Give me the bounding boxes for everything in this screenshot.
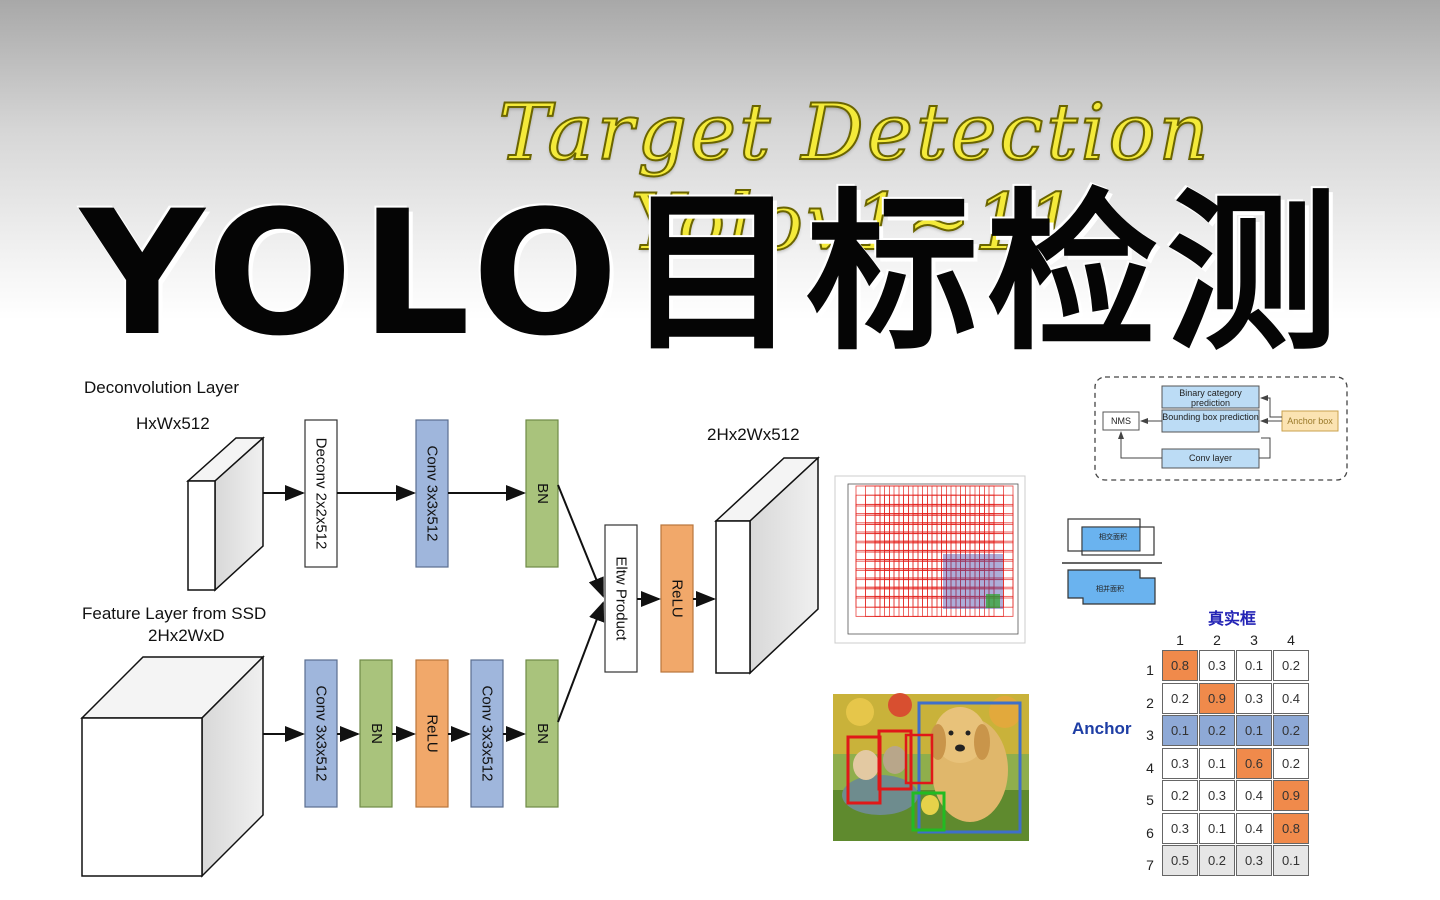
intersection-label: 相交面积	[1099, 534, 1127, 541]
head-diagram	[1094, 376, 1348, 481]
table-cell: 0.3	[1199, 780, 1235, 811]
table-column-header: 1	[1176, 632, 1184, 648]
bbox-prediction-label: Bounding box prediction	[1162, 412, 1259, 422]
input-feature-slab	[186, 436, 265, 592]
deconv-block: Deconv 2x2x512	[312, 437, 330, 550]
relu-block-merge: ReLU	[668, 579, 686, 618]
table-row-header: 6	[1146, 824, 1154, 841]
bn-block-top: BN	[533, 483, 551, 504]
union-label: 相并面积	[1096, 586, 1124, 593]
ssd-layer-label: Feature Layer from SSD	[82, 604, 267, 623]
anchor-row-label: Anchor	[1072, 719, 1132, 738]
table-row-header: 5	[1146, 792, 1154, 808]
table-cell: 0.8	[1273, 812, 1309, 844]
conv-block-top: Conv 3x3x512	[423, 445, 441, 542]
table-cell: 0.3	[1236, 845, 1272, 876]
output-dims-label: 2Hx2Wx512	[707, 425, 800, 444]
table-cell: 0.5	[1162, 845, 1198, 876]
table-cell: 0.1	[1236, 715, 1272, 746]
table-cell: 0.2	[1199, 845, 1235, 876]
match-table-title: 真实框	[1208, 611, 1257, 628]
flow-arrows	[263, 484, 716, 742]
table-cell: 0.2	[1162, 780, 1198, 811]
table-cell: 0.1	[1162, 715, 1198, 746]
table-cell: 0.2	[1273, 747, 1309, 779]
conv-layer-label: Conv layer	[1188, 453, 1233, 463]
table-cell: 0.1	[1199, 812, 1235, 844]
output-feature-slab	[714, 456, 820, 675]
bn-block-bottom-1: BN	[367, 723, 385, 744]
table-cell: 0.1	[1236, 650, 1272, 681]
table-cell: 0.2	[1162, 682, 1198, 714]
merge-blocks	[604, 524, 694, 673]
anchor-grid-plot	[834, 475, 1026, 644]
table-row-header: 1	[1146, 662, 1154, 678]
ssd-feature-cube	[80, 655, 265, 878]
table-cell: 0.2	[1273, 650, 1309, 681]
table-cell: 0.4	[1236, 780, 1272, 811]
ssd-dims-label: 2Hx2WxD	[148, 626, 225, 645]
table-cell: 0.4	[1236, 812, 1272, 844]
nms-label: NMS	[1111, 416, 1131, 426]
relu-block-bottom: ReLU	[423, 714, 441, 753]
bn-block-bottom-2: BN	[533, 723, 551, 744]
table-row-header: 4	[1146, 759, 1154, 776]
main-title: YOLO目标检测	[80, 173, 1347, 374]
table-cell: 0.9	[1273, 780, 1309, 811]
script-title: Target Detection Yolov1~11	[497, 87, 1212, 269]
top-branch-blocks	[304, 419, 559, 568]
table-row-header: 7	[1146, 857, 1154, 873]
iou-icons	[1062, 518, 1162, 605]
table-cell: 0.8	[1162, 650, 1198, 681]
eltw-product-block: Eltw Product	[612, 556, 630, 641]
table-cell: 0.3	[1162, 747, 1198, 779]
table-row-header: 2	[1146, 694, 1154, 711]
table-row-header: 3	[1146, 727, 1154, 743]
anchor-box-label: Anchor box	[1287, 416, 1333, 426]
table-column-header: 4	[1287, 632, 1295, 648]
conv-block-bottom-1: Conv 3x3x512	[312, 685, 330, 782]
table-cell: 0.1	[1273, 845, 1309, 876]
table-column-header: 3	[1250, 632, 1258, 648]
binary-category-label: Binary category prediction	[1179, 388, 1242, 408]
detection-photo	[833, 693, 1029, 841]
table-cell: 0.2	[1199, 715, 1235, 746]
bottom-branch-blocks	[304, 659, 559, 808]
table-cell: 0.4	[1273, 682, 1309, 714]
table-cell: 0.1	[1199, 747, 1235, 779]
deconv-section-label: Deconvolution Layer	[84, 378, 239, 397]
table-cell: 0.3	[1199, 650, 1235, 681]
input-dims-label: HxWx512	[136, 414, 210, 433]
table-cell: 0.2	[1273, 715, 1309, 746]
table-cell: 0.9	[1199, 682, 1235, 714]
table-column-header: 2	[1213, 632, 1221, 648]
table-cell: 0.3	[1162, 812, 1198, 844]
conv-block-bottom-2: Conv 3x3x512	[478, 685, 496, 782]
table-cell: 0.6	[1236, 747, 1272, 779]
table-cell: 0.3	[1236, 682, 1272, 714]
